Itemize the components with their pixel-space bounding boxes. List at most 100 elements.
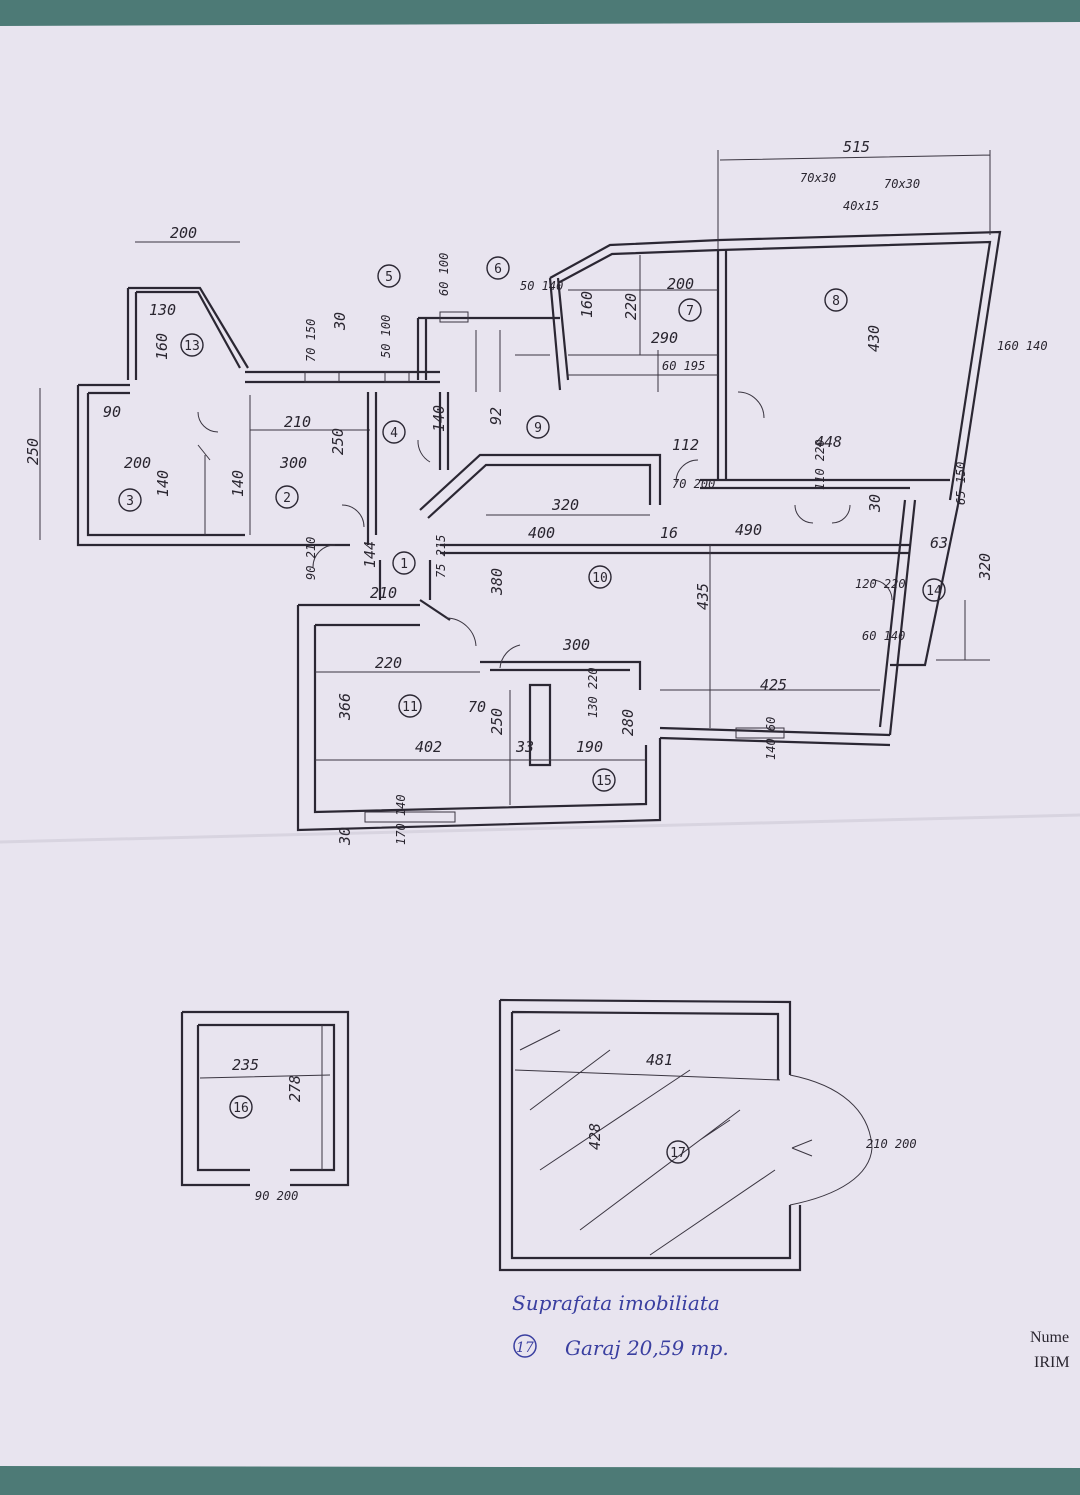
- dimension-label: 33: [515, 738, 534, 756]
- dimension-label: 366: [336, 693, 354, 721]
- room-3-marker: [118, 488, 142, 512]
- garage-17: [498, 998, 873, 1272]
- dimension-label: 481: [646, 1051, 673, 1069]
- dimension-label: 435: [694, 583, 712, 610]
- dimension-label: 65 150: [954, 462, 968, 505]
- room-13-number: 13: [184, 339, 200, 354]
- note-garage: Garaj 20,59 mp.: [565, 1336, 729, 1360]
- dimension-label: 170 140: [394, 794, 408, 845]
- dimension-label: 75 215: [434, 535, 448, 578]
- room-11-marker: [398, 694, 422, 718]
- printed-stamp-text: Nume IRIM: [1030, 1329, 1070, 1371]
- room-1-marker: [392, 551, 416, 575]
- dimension-label: 70x30: [884, 177, 920, 191]
- dimension-label: 50 140: [520, 279, 563, 293]
- dimension-label: 448: [815, 433, 842, 451]
- dimension-label: 320: [551, 496, 579, 514]
- dimension-label: 278: [286, 1075, 304, 1102]
- dimension-label: 320: [976, 553, 994, 581]
- dimension-label: 380: [488, 568, 506, 596]
- room-4-marker: [382, 420, 406, 444]
- dimension-label: 50 100: [379, 315, 393, 358]
- room-16-number: 16: [233, 1101, 249, 1116]
- room-3-number: 3: [126, 494, 134, 509]
- dimension-label: 70 150: [304, 319, 318, 362]
- dimension-label: 200: [124, 454, 151, 472]
- paper-sheet: [0, 22, 1080, 1468]
- dimension-label: 130 220: [586, 667, 600, 718]
- room-2-marker: [275, 485, 299, 509]
- dimension-label: 120 220: [855, 577, 906, 591]
- dimension-label: 140: [430, 405, 448, 432]
- room-7-marker: [678, 298, 702, 322]
- ink-note: Suprafata imobiliata 17 Garaj 20,59 mp.: [512, 1291, 729, 1360]
- note-number-circle: [513, 1334, 537, 1358]
- dimension-label: 92: [487, 407, 505, 425]
- dimension-label: 30: [336, 827, 354, 846]
- main-plan-walls: [39, 150, 1002, 832]
- room-17-marker: [666, 1140, 690, 1164]
- dimension-label: 300: [562, 636, 590, 654]
- dimension-label: 425: [760, 676, 787, 694]
- dimension-label: 112: [672, 436, 699, 454]
- dimension-label: 300: [279, 454, 307, 472]
- dimension-label: 250: [329, 428, 347, 455]
- dimension-label: 160: [153, 333, 171, 360]
- room-1-number: 1: [400, 557, 408, 572]
- dimension-label: 210: [284, 413, 311, 431]
- room-6-marker: [486, 256, 510, 280]
- room-4-number: 4: [390, 426, 398, 441]
- dimension-label: 60 195: [662, 359, 705, 373]
- dimension-label: 30: [331, 312, 349, 331]
- stamp-line2: IRIM: [1034, 1354, 1070, 1371]
- dimension-label: 515: [843, 138, 870, 156]
- dimension-label: 90 210: [304, 537, 318, 580]
- dimension-label: 130: [149, 301, 176, 319]
- dimension-label: 140: [154, 470, 172, 497]
- room-2-number: 2: [283, 491, 291, 506]
- storage-16: [180, 1010, 350, 1187]
- dimension-label: 428: [586, 1123, 604, 1150]
- dimension-label: 290: [651, 329, 678, 347]
- dimension-label: 220: [375, 654, 402, 672]
- dimension-label: 220: [622, 293, 640, 320]
- dimension-label: 160 140: [997, 339, 1048, 353]
- room-9-number: 9: [534, 421, 542, 436]
- note-number: 17: [516, 1340, 534, 1356]
- dimension-label: 402: [415, 738, 442, 756]
- room-8-marker: [824, 288, 848, 312]
- dimension-label: 235: [232, 1056, 259, 1074]
- dimension-label: 70: [468, 698, 486, 716]
- dimension-label: 70x30: [800, 171, 836, 185]
- room-6-number: 6: [494, 262, 502, 277]
- dimension-label: 430: [865, 325, 883, 352]
- dimension-label: 160: [578, 291, 596, 318]
- dimension-label: 400: [528, 524, 555, 542]
- dimension-label: 140 60: [764, 717, 778, 760]
- room-11-number: 11: [402, 700, 418, 715]
- dimension-label: 200: [667, 275, 694, 293]
- stamp-line1: Nume: [1030, 1329, 1069, 1346]
- dimension-label: 110 220: [813, 439, 827, 490]
- room-14-number: 14: [926, 584, 942, 599]
- room-8-number: 8: [832, 294, 840, 309]
- room-13-marker: [180, 333, 204, 357]
- dimension-label: 210 200: [866, 1137, 917, 1151]
- dimension-label: 190: [576, 738, 603, 756]
- room-5-marker: [377, 264, 401, 288]
- room-9-marker: [526, 415, 550, 439]
- room-10-marker: [588, 565, 612, 589]
- dimension-label: 250: [24, 438, 42, 465]
- dimension-label: 60 140: [862, 629, 905, 643]
- dimension-label: 144: [361, 541, 379, 568]
- dimension-label: 90 200: [255, 1189, 298, 1203]
- room-16-marker: [229, 1095, 253, 1119]
- room-15-number: 15: [596, 774, 612, 789]
- dimension-label: 200: [170, 224, 197, 242]
- dimension-label: 280: [619, 709, 637, 736]
- room-15-marker: [592, 768, 616, 792]
- room-7-number: 7: [686, 304, 694, 319]
